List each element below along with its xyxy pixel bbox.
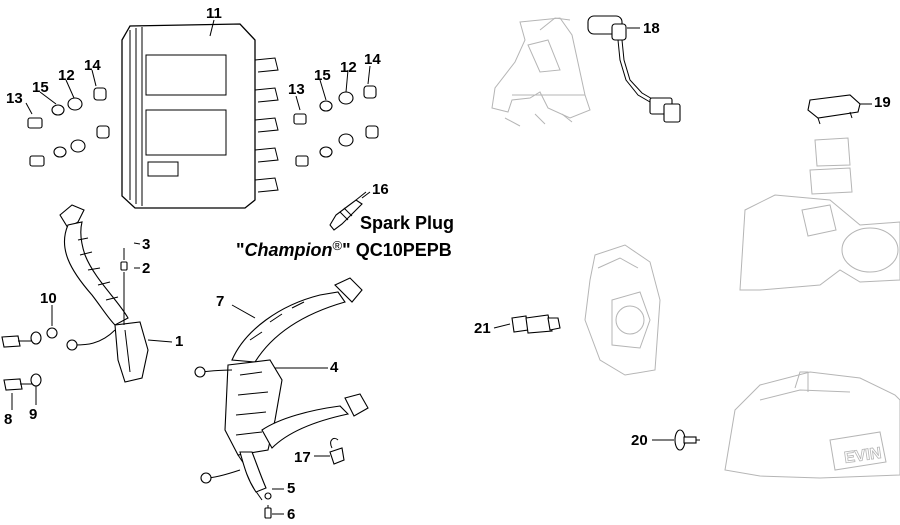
callout-3: 3 <box>142 236 151 253</box>
coil-pins-bottom <box>264 492 272 519</box>
ecu-mount-hardware-left <box>27 87 110 167</box>
callout-19: 19 <box>874 94 891 111</box>
quote-open: " <box>236 240 245 260</box>
callout-12-right: 12 <box>340 59 357 76</box>
registered-mark: ® <box>332 238 343 253</box>
ecu-mount-hardware-right <box>293 85 379 167</box>
callout-10: 10 <box>40 290 57 307</box>
callout-21: 21 <box>474 320 491 337</box>
sensor-stud <box>674 429 700 451</box>
coil-mount-hardware <box>1 327 58 391</box>
callout-1: 1 <box>175 333 184 350</box>
callout-7: 7 <box>216 293 225 310</box>
sensor-harness <box>587 15 681 123</box>
leader-lines <box>11 19 872 515</box>
spark-plug-model: QC10PEPB <box>355 240 452 260</box>
callout-15-left: 15 <box>32 79 49 96</box>
callout-13-left: 13 <box>6 90 23 107</box>
callout-18: 18 <box>643 20 660 37</box>
callout-12-left: 12 <box>58 67 75 84</box>
spark-plug-spec: "Champion®" QC10PEPB <box>236 236 452 260</box>
callout-17: 17 <box>294 449 311 466</box>
quote-close: " <box>342 240 351 260</box>
callout-4: 4 <box>330 359 339 376</box>
ignition-coil-left <box>59 204 149 383</box>
spark-plug-brand: Champion <box>244 240 333 260</box>
cowl-context <box>724 371 900 479</box>
spark-plug <box>329 191 367 231</box>
ecu-module <box>121 23 279 209</box>
engine-bracket-context <box>491 17 591 127</box>
midsection-context <box>584 244 661 376</box>
engine-block-context <box>739 137 900 291</box>
callout-16: 16 <box>372 181 389 198</box>
bracket-sensor <box>807 94 861 125</box>
spark-plug-title: Spark Plug <box>360 213 455 233</box>
callout-8: 8 <box>4 411 13 428</box>
coil-pins-top <box>120 248 128 325</box>
callout-14-left: 14 <box>84 57 101 74</box>
callout-5: 5 <box>287 480 296 497</box>
callout-11: 11 <box>206 5 222 22</box>
callout-2: 2 <box>142 260 151 277</box>
callout-15-right: 15 <box>314 67 331 84</box>
temperature-sensor <box>511 314 561 334</box>
cowl-logo: EVIN <box>843 445 882 467</box>
terminal-connector <box>329 437 345 465</box>
callout-6: 6 <box>287 506 296 523</box>
callout-20: 20 <box>631 432 648 449</box>
callout-9: 9 <box>29 406 38 423</box>
callout-14-right: 14 <box>364 51 381 68</box>
ignition-coil-pack <box>194 277 369 501</box>
callout-13-right: 13 <box>288 81 305 98</box>
